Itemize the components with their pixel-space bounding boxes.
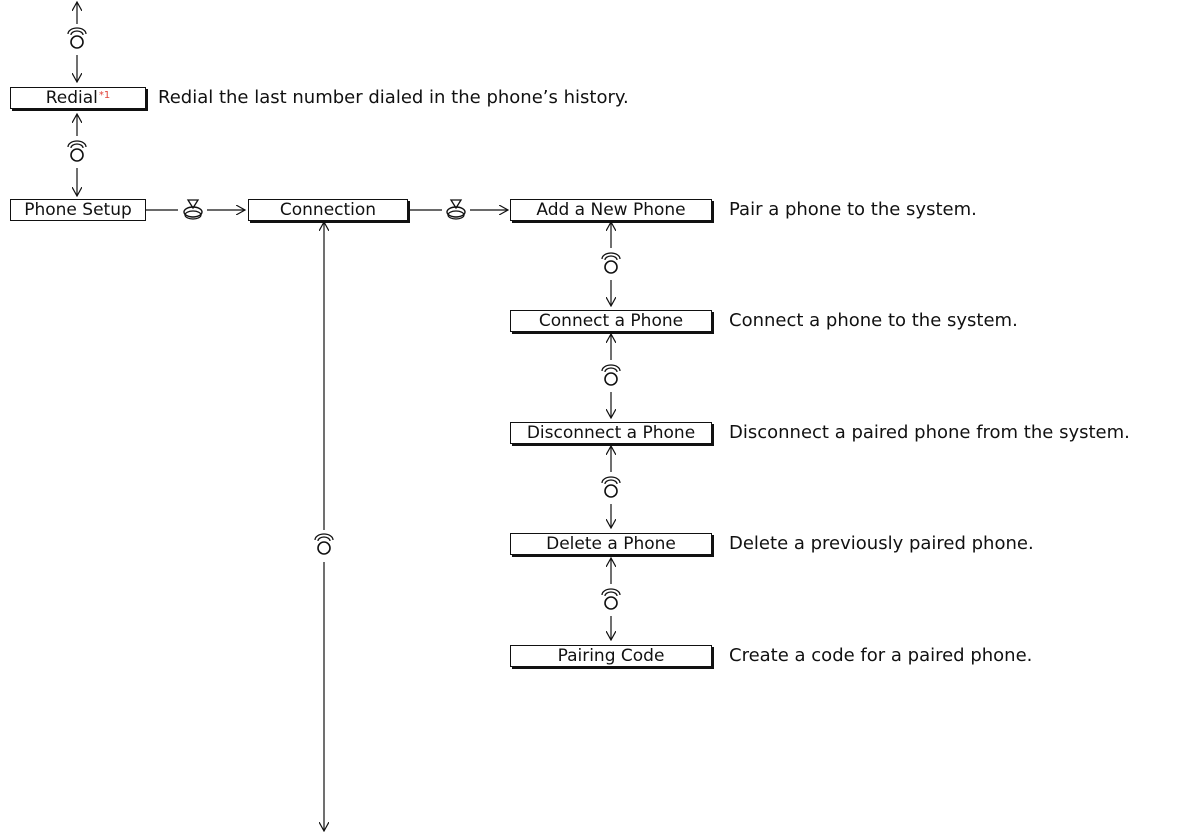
rotate-knob-icon — [601, 252, 621, 274]
connection-to-add-phone — [410, 199, 508, 220]
redial-top-connector — [67, 2, 87, 82]
footnote-marker: *1 — [98, 90, 111, 101]
submenu-connector-1 — [601, 222, 621, 306]
disconnect-phone-item[interactable]: Disconnect a Phone — [510, 422, 712, 444]
disconnect-phone-description: Disconnect a paired phone from the syste… — [729, 422, 1130, 443]
connect-phone-item[interactable]: Connect a Phone — [510, 310, 712, 332]
add-new-phone-item[interactable]: Add a New Phone — [510, 199, 712, 221]
pairing-code-item[interactable]: Pairing Code — [510, 645, 712, 667]
add-new-phone-description: Pair a phone to the system. — [729, 199, 977, 220]
connect-phone-description: Connect a phone to the system. — [729, 310, 1018, 331]
connection-vertical-connector — [314, 222, 334, 831]
disconnect-phone-label: Disconnect a Phone — [526, 423, 696, 443]
submenu-connector-4 — [601, 558, 621, 640]
redial-phone-setup-connector — [67, 114, 87, 196]
delete-phone-description: Delete a previously paired phone. — [729, 533, 1034, 554]
pairing-code-label: Pairing Code — [557, 646, 665, 666]
rotate-knob-icon — [67, 27, 87, 49]
delete-phone-label: Delete a Phone — [546, 534, 676, 554]
rotate-knob-icon — [314, 533, 334, 555]
press-knob-icon — [183, 199, 203, 220]
phone-setup-label: Phone Setup — [24, 200, 132, 220]
pairing-code-description: Create a code for a paired phone. — [729, 645, 1033, 666]
submenu-connector-3 — [601, 446, 621, 528]
phone-setup-to-connection — [146, 199, 245, 220]
connection-menu-item[interactable]: Connection — [248, 199, 408, 221]
redial-menu-item[interactable]: Redial*1 — [10, 87, 146, 109]
rotate-knob-icon — [67, 140, 87, 162]
press-knob-icon — [446, 199, 466, 220]
connect-phone-label: Connect a Phone — [538, 311, 684, 331]
submenu-connector-2 — [601, 334, 621, 418]
phone-setup-menu-item[interactable]: Phone Setup — [10, 199, 146, 221]
rotate-knob-icon — [601, 364, 621, 386]
delete-phone-item[interactable]: Delete a Phone — [510, 533, 712, 555]
redial-description: Redial the last number dialed in the pho… — [158, 87, 629, 108]
add-new-phone-label: Add a New Phone — [536, 200, 686, 220]
rotate-knob-icon — [601, 588, 621, 610]
rotate-knob-icon — [601, 476, 621, 498]
redial-label: Redial — [45, 88, 98, 108]
connection-label: Connection — [279, 200, 377, 220]
